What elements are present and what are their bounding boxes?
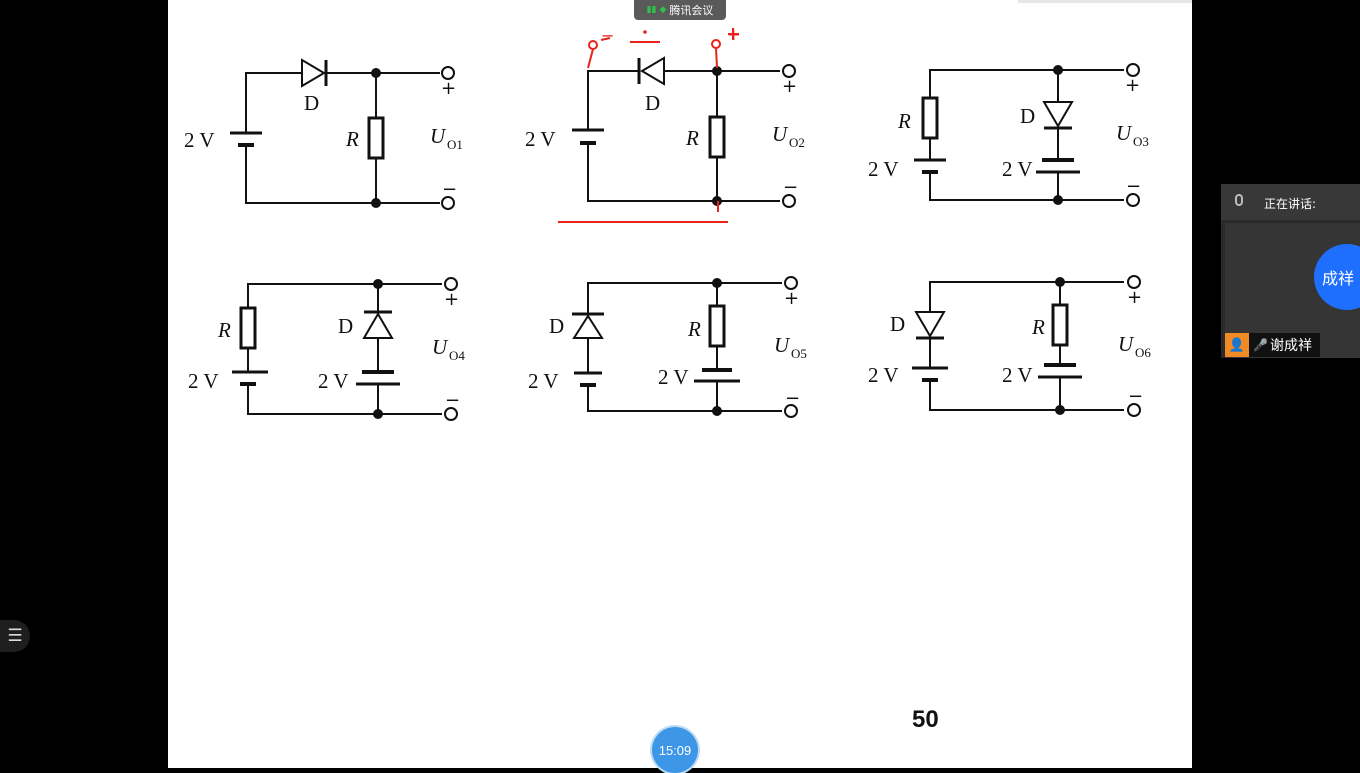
resistor-label-1: R — [345, 127, 359, 151]
list-icon: ☰ — [7, 626, 23, 646]
red-dot — [643, 30, 647, 34]
output-plus-5: + — [784, 288, 799, 309]
battery-label-2: 2 V — [525, 127, 556, 151]
diode-label-1: D — [304, 91, 319, 115]
output-minus-6: − — [1128, 386, 1143, 407]
meeting-timer[interactable]: 15:09 — [652, 727, 698, 773]
circuit-diagrams: 2 V D R U O1 + − 2 V D R U O2 + − R 2 V … — [184, 25, 1151, 421]
output-subscript-1: O1 — [447, 137, 463, 152]
resistor-label-2: R — [685, 126, 699, 150]
meeting-status-bar[interactable]: ▮▮ ◆ 腾讯会议 — [634, 0, 726, 20]
diode-label-2: D — [645, 91, 660, 115]
circuit-4 — [232, 277, 458, 421]
resistor-label-6: R — [1031, 315, 1045, 339]
diode-label-6: D — [890, 312, 905, 336]
page-number: 50 — [912, 706, 939, 733]
output-subscript-3: O3 — [1133, 134, 1149, 149]
output-subscript-6: O6 — [1135, 345, 1151, 360]
resistor-label-4: R — [217, 318, 231, 342]
output-plus-4: + — [444, 289, 459, 310]
speaker-header: 正在讲话: — [1221, 184, 1360, 220]
output-minus-2: − — [783, 177, 798, 198]
output-plus-6: + — [1127, 287, 1142, 308]
participant-video-tile[interactable]: 成祥 👤 🎤 谢成祥 — [1225, 223, 1360, 358]
output-minus-4: − — [445, 390, 460, 411]
network-signal-icon: ▮▮ — [646, 5, 657, 15]
output-plus-3: + — [1125, 75, 1140, 96]
output-minus-1: − — [442, 179, 457, 200]
output-symbol-5: U — [774, 333, 791, 357]
diode-label-5: D — [549, 314, 564, 338]
shield-icon: ◆ — [659, 5, 667, 15]
output-plus-1: + — [441, 78, 456, 99]
battery-label-5b: 2 V — [658, 365, 689, 389]
battery-label-6a: 2 V — [868, 363, 899, 387]
speaking-label: 正在讲话: — [1264, 197, 1317, 211]
circuit-5 — [572, 276, 798, 418]
battery-label-6b: 2 V — [1002, 363, 1033, 387]
avatar: 成祥 — [1314, 244, 1360, 310]
diode-label-4: D — [338, 314, 353, 338]
output-minus-3: − — [1126, 176, 1141, 197]
resistor-label-3: R — [897, 109, 911, 133]
participant-name: 谢成祥 — [1269, 338, 1312, 354]
speaker-panel: 正在讲话: 成祥 👤 🎤 谢成祥 — [1221, 184, 1360, 358]
circuit-2 — [572, 56, 796, 208]
output-subscript-2: O2 — [789, 135, 805, 150]
battery-label-4b: 2 V — [318, 369, 349, 393]
output-symbol-1: U — [430, 124, 447, 148]
battery-label-4a: 2 V — [188, 369, 219, 393]
output-plus-2: + — [782, 76, 797, 97]
user-icon: 👤 — [1225, 333, 1249, 357]
slide-page — [168, 0, 1192, 768]
battery-label-3b: 2 V — [1002, 157, 1033, 181]
list-menu-button[interactable]: ☰ — [0, 620, 30, 652]
output-symbol-3: U — [1116, 121, 1133, 145]
output-symbol-4: U — [432, 335, 449, 359]
microphone-icon — [1235, 194, 1243, 206]
output-symbol-6: U — [1118, 332, 1135, 356]
annotation-plus: + — [727, 25, 740, 44]
circuit-6 — [912, 275, 1141, 417]
battery-label-1: 2 V — [184, 128, 215, 152]
output-minus-5: − — [785, 388, 800, 409]
junction-dots — [371, 65, 1065, 419]
diode-label-3: D — [1020, 104, 1035, 128]
output-symbol-2: U — [772, 122, 789, 146]
battery-label-5a: 2 V — [528, 369, 559, 393]
output-subscript-5: O5 — [791, 346, 807, 361]
battery-label-3a: 2 V — [868, 157, 899, 181]
microphone-icon: 🎤 — [1253, 338, 1268, 352]
red-annotations — [558, 28, 739, 223]
resistor-label-5: R — [687, 317, 701, 341]
top-strip — [1018, 0, 1192, 3]
annotation-minus: − — [601, 26, 614, 45]
output-subscript-4: O4 — [449, 348, 465, 363]
circuit-1 — [230, 58, 455, 210]
circuit-3 — [914, 63, 1140, 207]
meeting-app-name: 腾讯会议 — [669, 4, 714, 17]
participant-name-tag: 👤 🎤 谢成祥 — [1225, 333, 1320, 357]
